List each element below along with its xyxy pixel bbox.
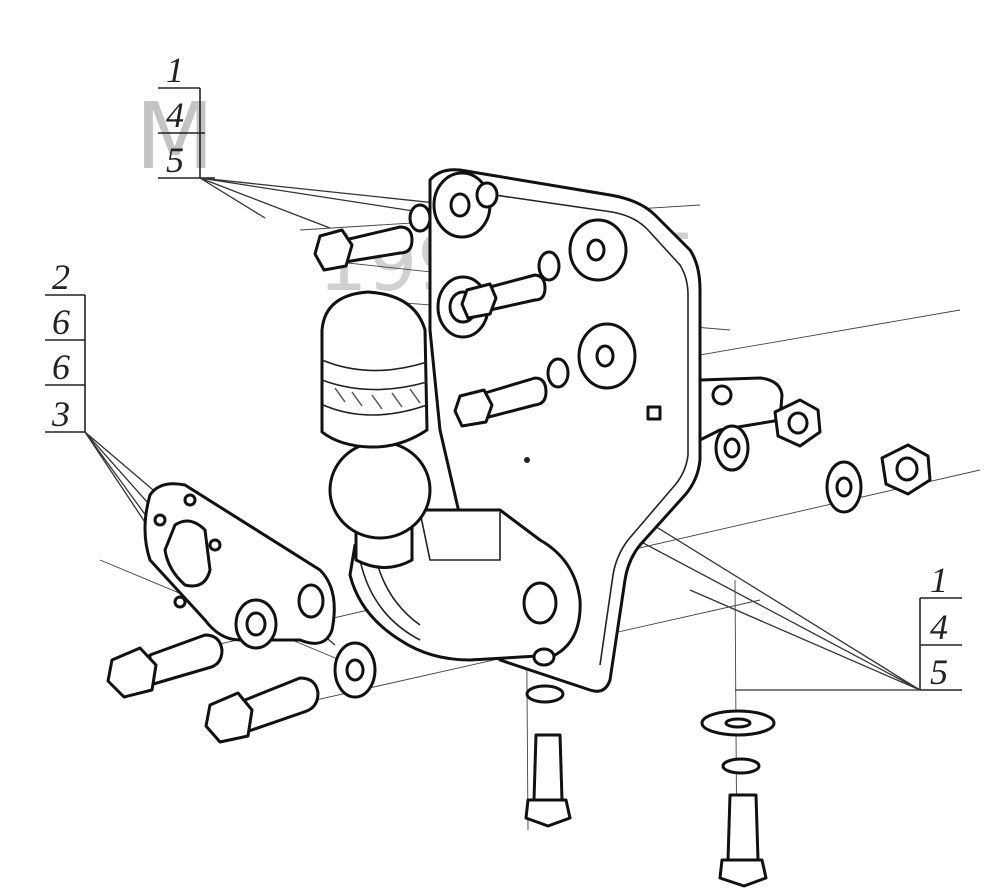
callout-label: 2 [52,257,70,297]
lower-left-bolts [106,633,320,744]
lower-bolts [524,684,776,888]
watermark-letter: M [135,83,214,190]
callout-label: 6 [52,302,70,342]
callout-label: 4 [930,607,948,647]
callout-label: 6 [52,347,70,387]
callout-label: 1 [166,50,184,90]
callout-label: 5 [930,652,948,692]
callout-label: 3 [51,394,70,434]
callout-top-left: 1 4 5 [158,50,456,229]
rear-plate [143,482,377,699]
upper-bolts [313,225,548,428]
callout-right: 1 4 5 [539,454,962,692]
side-fasteners [714,398,932,514]
callout-label: 1 [930,560,948,600]
callout-label: 4 [166,95,184,135]
callout-label: 5 [166,140,184,180]
tow-ball-assembly [320,290,582,667]
